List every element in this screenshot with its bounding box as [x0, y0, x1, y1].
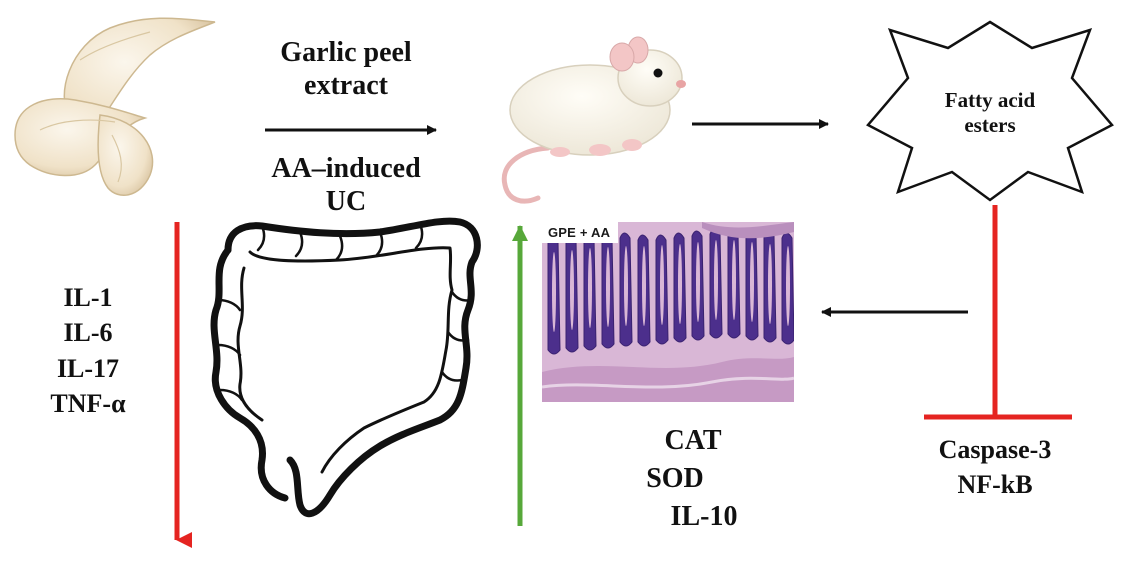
antioxidants-list: CAT SOD IL-10	[600, 422, 750, 535]
inhibited-markers-list: Caspase-3 NF-kB	[905, 432, 1085, 502]
fatty-acid-esters-burst	[866, 20, 1114, 202]
cytokine-item: IL-1	[63, 283, 113, 312]
fatty-acid-esters-label: Fatty acid esters	[926, 88, 1054, 138]
disease-model-line-1: AA–induced	[271, 153, 421, 184]
treatment-line-2: extract	[304, 70, 388, 102]
inhibited-marker-item: NF-kB	[957, 470, 1033, 500]
inhibition-symbol	[924, 205, 1072, 420]
fatty-acid-esters-line-1: Fatty acid	[944, 88, 1036, 112]
histology-label: GPE + AA	[542, 222, 619, 243]
treatment-label: Garlic peel extract	[246, 36, 446, 102]
disease-model-line-2: UC	[325, 186, 367, 218]
rat-icon	[501, 36, 686, 204]
histology-image: GPE + AA	[542, 222, 794, 402]
cytokine-item: TNF-α	[50, 389, 126, 419]
cytokine-item: IL-17	[56, 353, 120, 383]
histology-tissue-drawing	[542, 222, 794, 402]
colon-icon	[210, 217, 481, 518]
antioxidant-item: SOD	[646, 462, 704, 494]
cytokines-list: IL-1 IL-6 IL-17 TNF-α	[18, 280, 158, 421]
antioxidant-item: IL-10	[670, 500, 738, 532]
antioxidant-item: CAT	[664, 425, 722, 456]
inhibited-marker-item: Caspase-3	[938, 435, 1052, 464]
fatty-acid-esters-line-2: esters	[964, 112, 1016, 137]
garlic-cloves-icon	[14, 17, 216, 196]
treatment-line-1: Garlic peel	[280, 37, 412, 68]
disease-model-label: AA–induced UC	[236, 152, 456, 218]
cytokine-item: IL-6	[63, 318, 113, 348]
